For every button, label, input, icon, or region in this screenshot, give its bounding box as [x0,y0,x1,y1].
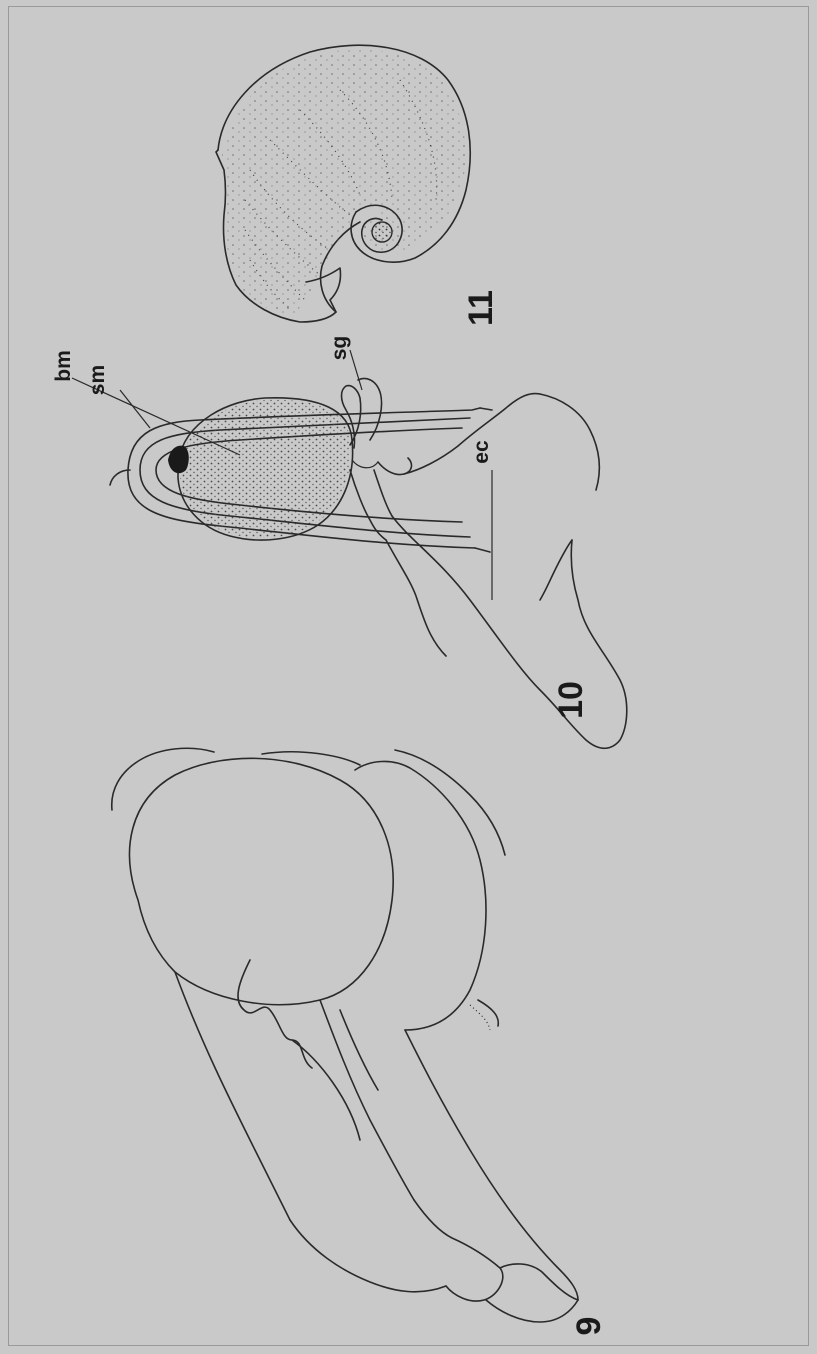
label-bm: bm [52,350,75,382]
figure-10-drawing [72,350,627,748]
label-sg: sg [328,336,351,361]
label-ec: ec [470,440,493,464]
figure-9-number: 9 [570,1317,608,1336]
figure-11-number: 11 [462,290,500,326]
figure-9-drawing [112,748,578,1322]
figure-11-drawing [213,40,476,322]
figure-10-number: 10 [552,681,590,719]
label-sm: sm [86,365,109,395]
